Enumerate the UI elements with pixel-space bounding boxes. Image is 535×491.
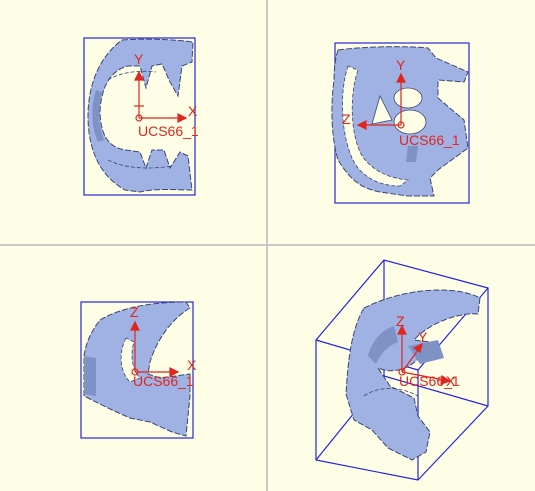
part-hole: [371, 94, 393, 125]
viewport-bottom-right[interactable]: Z Y X UCS66_1: [268, 246, 535, 491]
part-cutout: [120, 337, 141, 383]
axis-y-label: Y: [418, 329, 428, 345]
ucs-label: UCS66_1: [138, 123, 199, 139]
part-shadow: [92, 90, 104, 142]
part-hole: [393, 87, 423, 109]
ucs-label: UCS66_1: [133, 373, 194, 389]
part-shadow: [406, 146, 418, 162]
part-edge: [107, 70, 157, 81]
bounding-box: [80, 301, 194, 439]
part-surface: [87, 38, 194, 193]
ucs-triad: [397, 324, 452, 385]
axis-x-label: X: [446, 373, 456, 389]
axis-z-label: Z: [130, 304, 139, 320]
ucs-label: UCS66_1: [399, 373, 460, 389]
bounding-box: [83, 37, 196, 196]
ucs-triad: [356, 72, 406, 130]
axis-z-label: Z: [342, 111, 351, 127]
part-cutout: [342, 65, 410, 187]
ucs-triad: [130, 320, 180, 377]
viewport-bottom-left[interactable]: Z X UCS66_1: [0, 246, 266, 491]
viewport-top-left[interactable]: X Y UCS66_1: [0, 0, 266, 244]
part-hole: [393, 109, 427, 135]
model-view-top-right: Y Z UCS66_1: [331, 42, 470, 204]
axis-y-label: Y: [396, 57, 406, 73]
part-edge: [363, 388, 419, 397]
axis-x-label: X: [187, 357, 197, 373]
axis-y-label: Y: [134, 51, 144, 67]
ucs-triad: [134, 70, 188, 123]
viewport-top-right[interactable]: Y Z UCS66_1: [268, 0, 535, 244]
axis-x-label: X: [188, 103, 198, 119]
model-view-top-left: X Y UCS66_1: [83, 37, 199, 196]
model-view-bottom-left: Z X UCS66_1: [80, 301, 197, 439]
part-shadow: [84, 356, 96, 396]
axis-z-label: Z: [396, 313, 405, 329]
ucs-label: UCS66_1: [399, 132, 460, 148]
model-view-bottom-right: Z Y X UCS66_1: [315, 259, 489, 481]
part-surface: [345, 289, 481, 461]
viewport-divider-horizontal[interactable]: [0, 244, 535, 246]
part-surface: [83, 301, 191, 437]
part-shadow: [368, 326, 398, 364]
